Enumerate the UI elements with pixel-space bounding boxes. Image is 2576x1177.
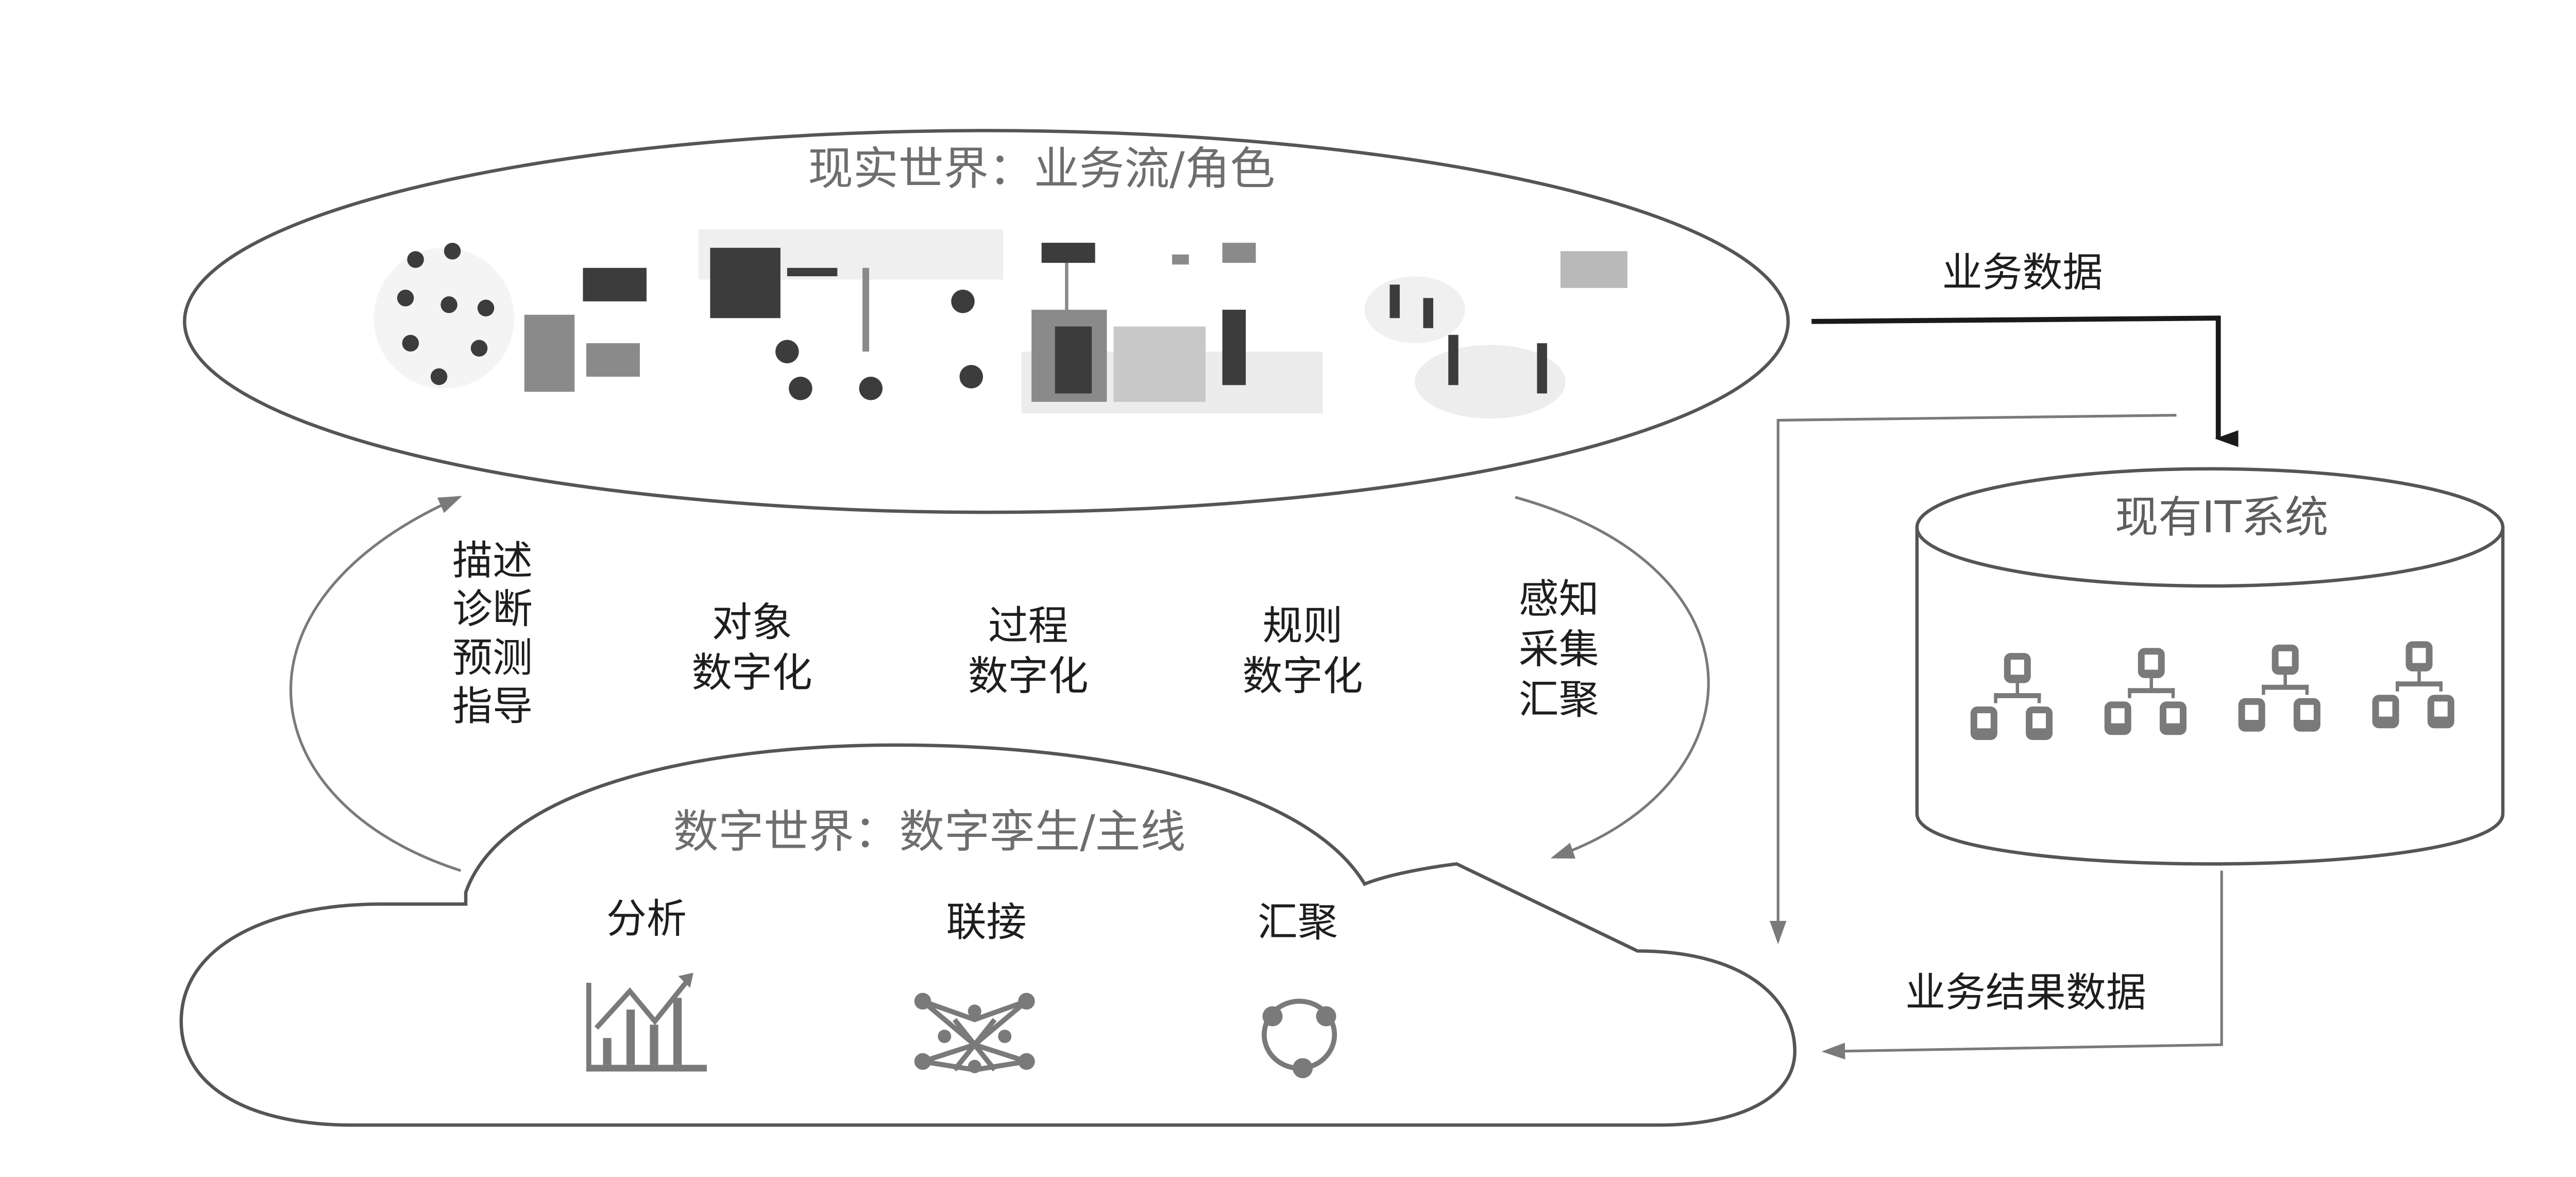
label-rule: 规则 xyxy=(1263,603,1343,649)
label-digitize: 数字化 xyxy=(692,650,812,696)
label-digitize: 数字化 xyxy=(968,653,1089,700)
digital-world-cloud xyxy=(179,743,1797,1127)
loop-label-object: 对象 数字化 xyxy=(692,600,812,696)
it-system-database xyxy=(1915,467,2505,866)
digital-world-title: 数字世界：数字孪生/主线 xyxy=(673,805,1185,858)
business-result-data-label: 业务结果数据 xyxy=(1905,970,2146,1016)
business-data-label: 业务数据 xyxy=(1942,250,2103,296)
aggregation-ring-icon xyxy=(1261,998,1337,1079)
photo-factory-floor xyxy=(1021,243,1323,414)
loop-label-process: 过程 数字化 xyxy=(968,603,1089,699)
feedback-arrow-up xyxy=(289,496,462,872)
real-world-ellipse xyxy=(182,129,1790,514)
network-topology-icon xyxy=(1970,653,2053,741)
business-data-arrow xyxy=(1811,315,2239,447)
it-to-digital-arrow xyxy=(1769,414,2177,945)
industrial-scenes-photo-strip xyxy=(374,229,1628,419)
loop-label-left: 描述 诊断 预测 指导 xyxy=(452,537,533,730)
loop-label-rule: 规则 数字化 xyxy=(1243,603,1363,699)
photo-robotic-workcells xyxy=(1364,251,1628,419)
photo-assembly-line xyxy=(698,229,1003,400)
network-topology-icons xyxy=(1970,641,2454,741)
it-system-title: 现有IT系统 xyxy=(2115,492,2328,543)
label-sense: 感知 xyxy=(1519,576,1599,623)
label-predict: 预测 xyxy=(452,635,533,681)
loop-label-right: 感知 采集 汇聚 xyxy=(1519,576,1599,723)
label-object: 对象 xyxy=(712,600,792,646)
capability-connect-label: 联接 xyxy=(946,899,1026,946)
real-world-title: 现实世界：业务流/角色 xyxy=(808,142,1275,195)
photo-robot-arms-cell xyxy=(374,243,647,392)
sensing-arrow-down xyxy=(1515,496,1710,859)
business-result-data-arrow xyxy=(1821,870,2223,1060)
label-collect: 采集 xyxy=(1519,627,1599,673)
label-diagnose: 诊断 xyxy=(452,586,533,633)
analytics-chart-icon xyxy=(586,972,707,1072)
connection-network-icon xyxy=(914,993,1035,1073)
label-guide: 指导 xyxy=(452,683,533,730)
capability-aggregate-label: 汇聚 xyxy=(1258,899,1338,946)
label-digitize: 数字化 xyxy=(1243,653,1363,700)
label-aggregate: 汇聚 xyxy=(1519,677,1599,723)
label-describe: 描述 xyxy=(452,537,533,584)
capability-analysis-label: 分析 xyxy=(606,896,687,943)
label-process: 过程 xyxy=(988,603,1069,649)
